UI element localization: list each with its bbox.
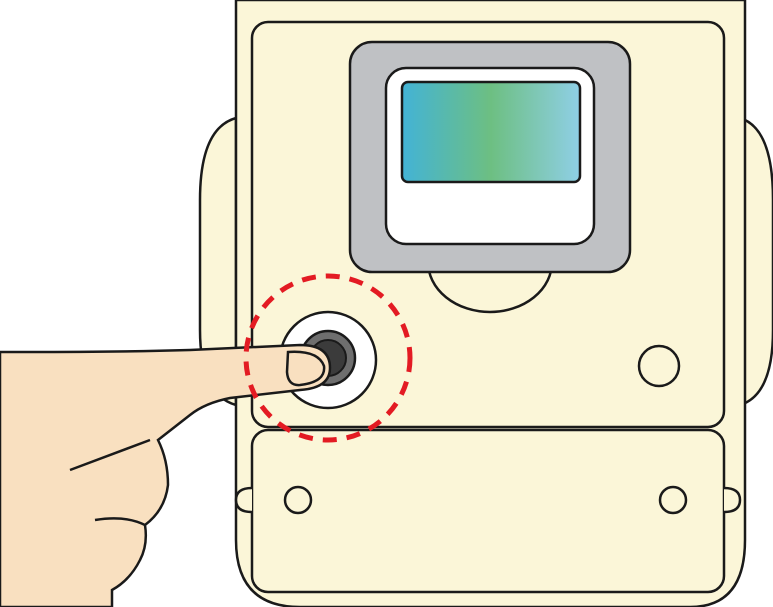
lcd-screen xyxy=(402,82,580,182)
lower-right-screw-hole xyxy=(660,487,686,513)
fingernail xyxy=(287,352,324,385)
panel-screw-hole xyxy=(639,346,679,386)
lower-left-screw-hole xyxy=(285,487,311,513)
lower-right-tab xyxy=(724,488,740,512)
lower-left-tab xyxy=(236,488,252,512)
lower-panel xyxy=(252,430,724,592)
